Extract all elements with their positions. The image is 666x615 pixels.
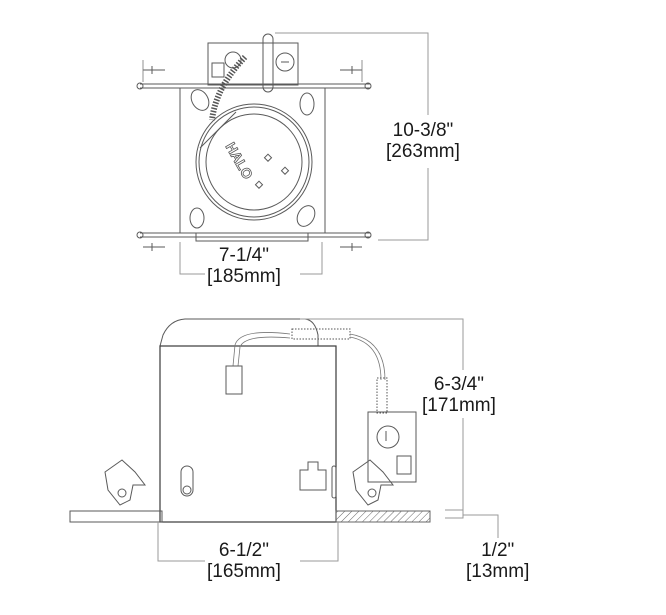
side-height-metric: [171mm]	[422, 395, 496, 416]
housing-dome	[159, 318, 319, 347]
top-width-dimension: 7-1/4" [185mm]	[205, 245, 283, 287]
clip-bar	[262, 33, 274, 93]
ceiling-left	[69, 510, 163, 523]
junction-box-side	[367, 411, 417, 483]
brand-mark: HALO	[222, 140, 256, 182]
ceiling-imperial: 1/2"	[481, 540, 515, 561]
top-width-imperial: 7-1/4"	[218, 245, 269, 266]
top-height-metric: [263mm]	[386, 141, 460, 162]
top-width-metric: [185mm]	[207, 266, 281, 287]
flex-conduit	[209, 54, 248, 121]
ceiling-right	[335, 510, 431, 523]
mounting-bracket-right	[352, 459, 395, 506]
housing-outer	[195, 103, 313, 221]
wire-connector	[225, 365, 243, 395]
top-height-dimension: 10-3/8" [263mm]	[384, 120, 462, 162]
top-height-imperial: 10-3/8"	[392, 120, 454, 141]
side-height-dimension: 6-3/4" [171mm]	[420, 374, 498, 416]
side-width-dimension: 6-1/2" [165mm]	[205, 540, 283, 582]
side-height-imperial: 6-3/4"	[433, 374, 484, 395]
side-view	[69, 318, 499, 562]
ceiling-dimension: 1/2" [13mm]	[464, 540, 532, 582]
housing-can	[159, 345, 337, 523]
side-width-imperial: 6-1/2"	[218, 540, 269, 561]
junction-box	[207, 42, 299, 86]
ceiling-metric: [13mm]	[466, 561, 530, 582]
mounting-bracket-left	[104, 459, 147, 506]
side-width-metric: [165mm]	[207, 561, 281, 582]
